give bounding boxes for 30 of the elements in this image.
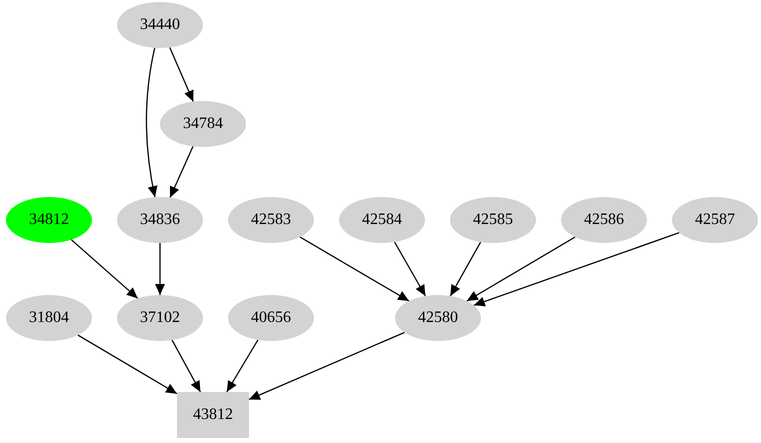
arrow (169, 47, 194, 102)
node-label: 43812 (193, 406, 233, 424)
arrow (146, 48, 158, 198)
node-label: 42583 (251, 211, 291, 229)
arrow (169, 146, 194, 198)
arrow (78, 334, 178, 394)
arrow (155, 243, 165, 295)
node-label: 42580 (418, 309, 458, 327)
arrow (248, 332, 405, 400)
arrow (70, 239, 138, 299)
node-label: 37102 (140, 309, 180, 327)
arrow (300, 236, 410, 302)
node-label: 34836 (140, 211, 180, 229)
node-label: 42584 (362, 211, 402, 229)
arrow (394, 242, 426, 296)
process-box (177, 392, 249, 438)
node-label: 34440 (140, 16, 180, 34)
arrow (226, 340, 258, 392)
arrow (450, 242, 482, 296)
node-label: 34812 (29, 211, 69, 229)
node-label: 40656 (251, 309, 291, 327)
node-label: 34784 (183, 115, 223, 133)
arrow (474, 232, 680, 306)
node-label: 42587 (695, 211, 735, 229)
arrow (466, 236, 576, 302)
arrow (172, 340, 201, 392)
node-label: 42586 (584, 211, 624, 229)
ellipse-node (395, 295, 481, 341)
node-label: 42585 (473, 211, 513, 229)
node-label: 31804 (29, 309, 69, 327)
